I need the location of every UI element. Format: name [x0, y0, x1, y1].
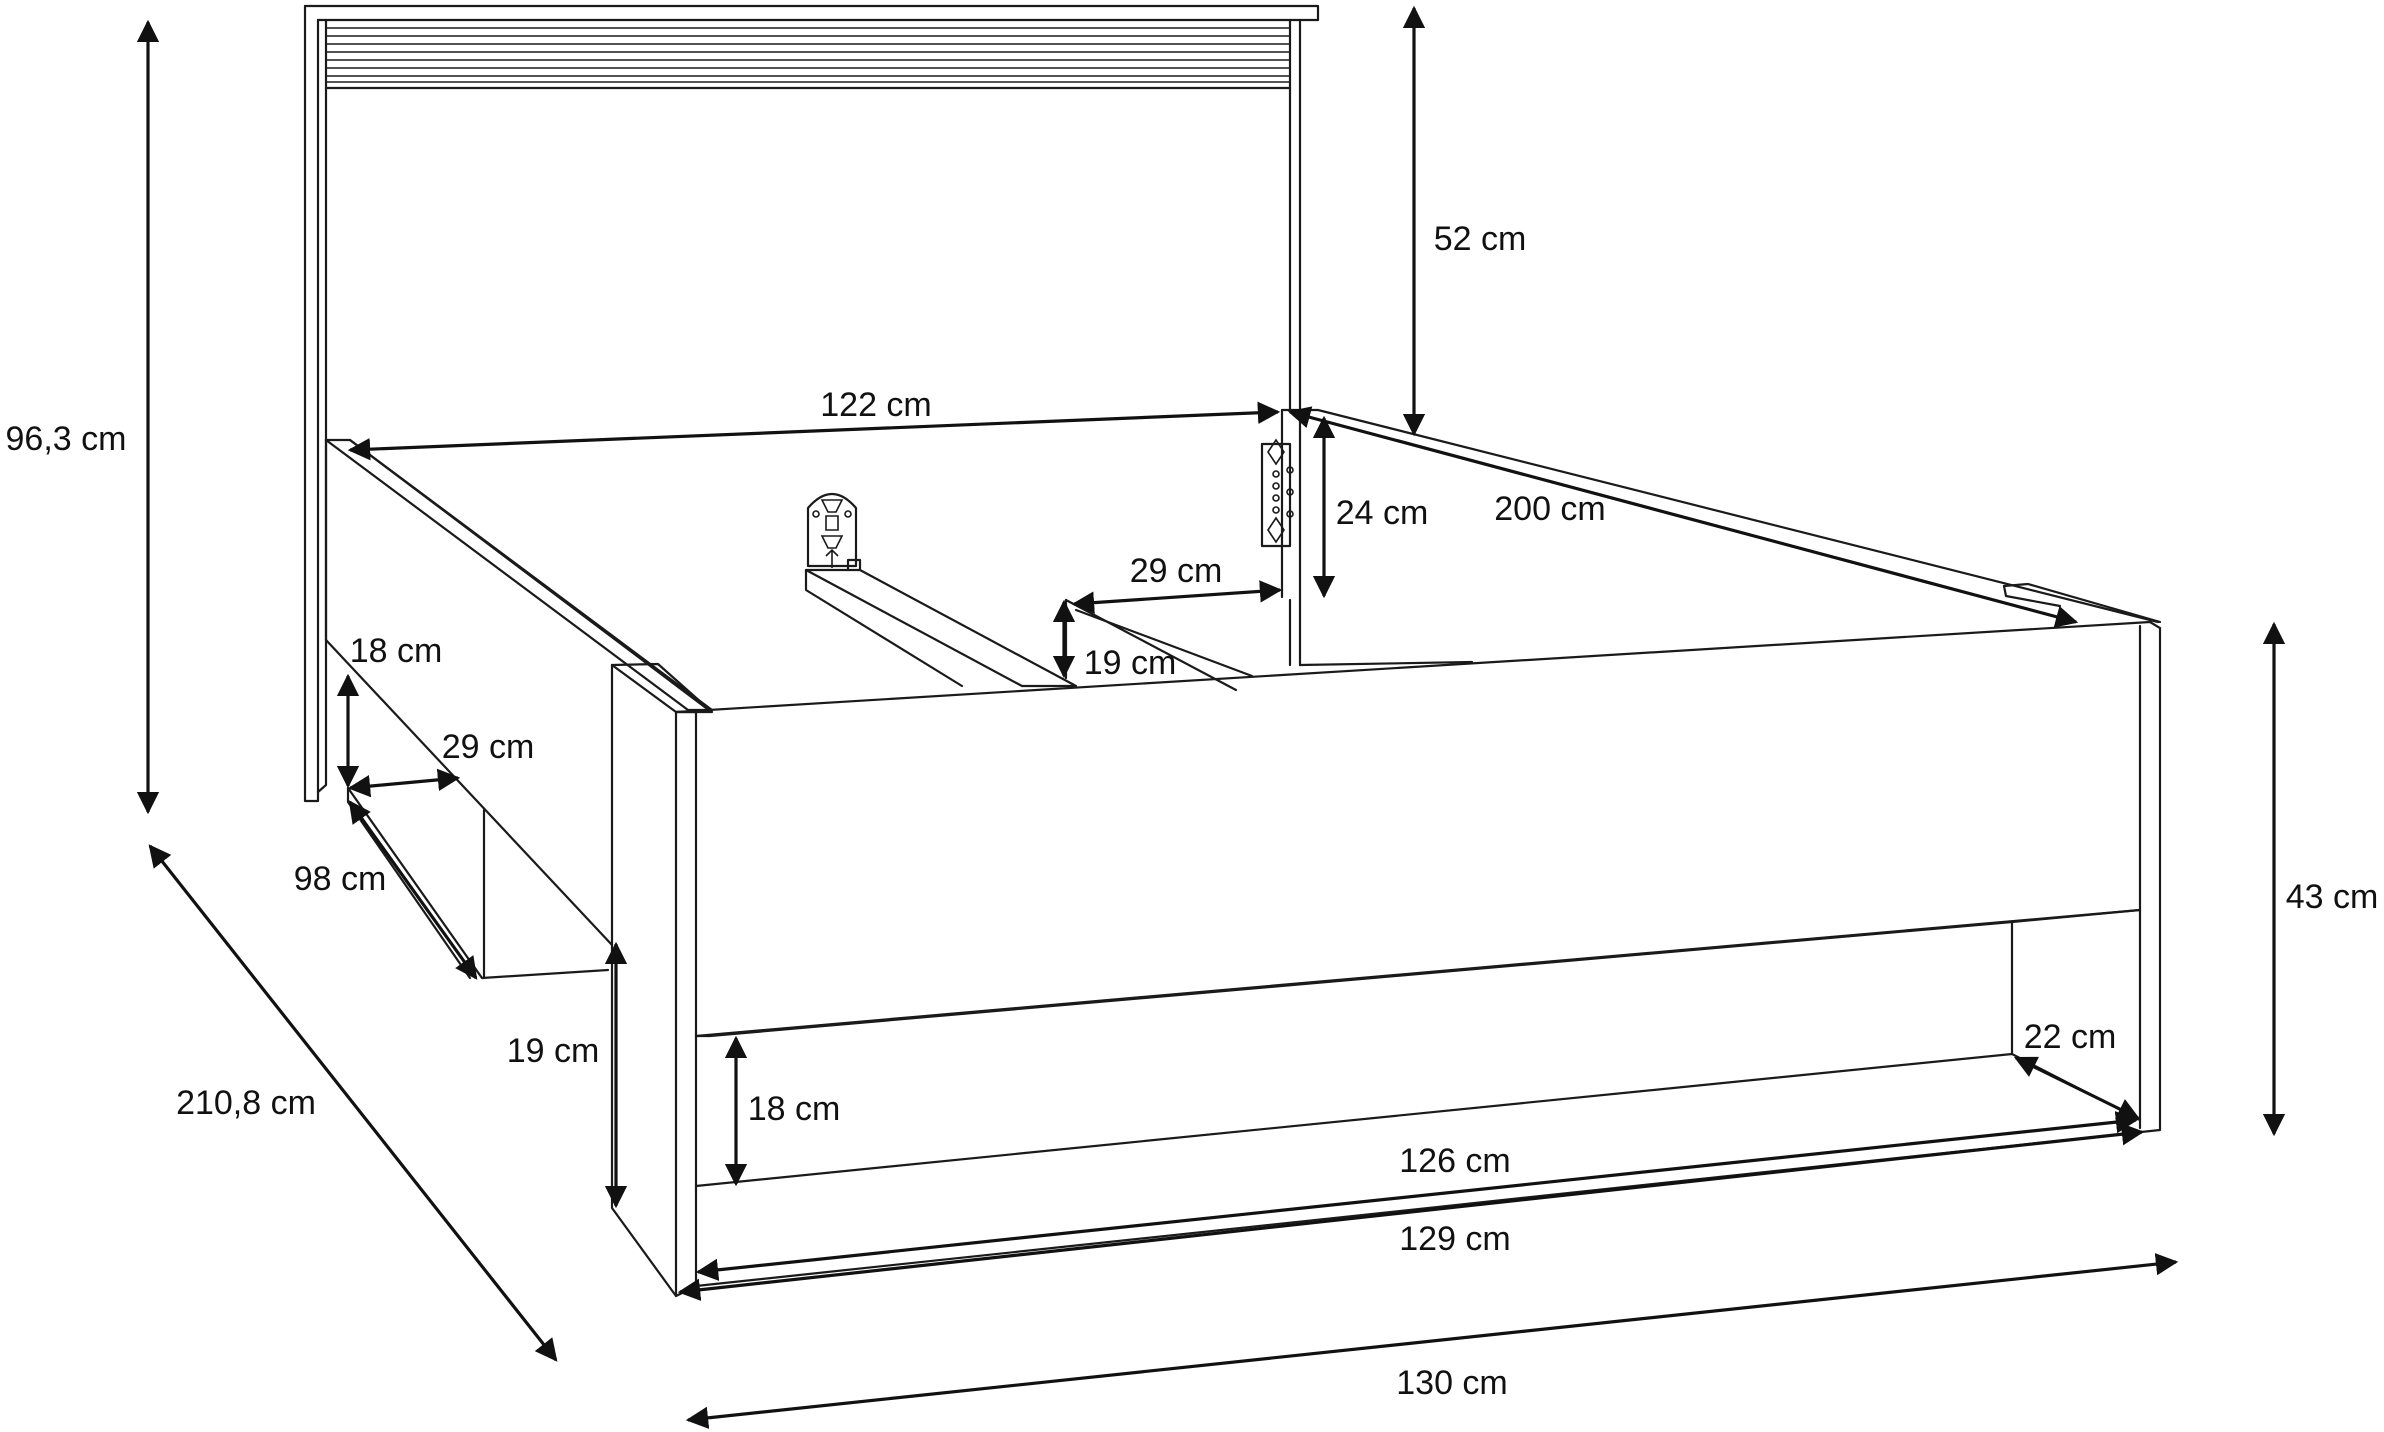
label-side-panel-height: 24 cm: [1336, 494, 1429, 532]
label-slat-height: 19 cm: [1084, 644, 1177, 682]
dimension-lines: [136, 5, 2286, 1430]
label-front-width: 129 cm: [1399, 1220, 1511, 1258]
left-drawer: [346, 786, 610, 980]
label-height-total: 96,3 cm: [6, 420, 127, 458]
label-total-width: 130 cm: [1396, 1364, 1508, 1402]
label-total-length: 210,8 cm: [176, 1084, 316, 1122]
label-slat-distance: 29 cm: [1130, 552, 1223, 590]
dim-slat-distance: [1071, 580, 1283, 614]
bracket-fitting-headboard: [1260, 438, 1294, 548]
footboard: [610, 620, 2162, 1298]
label-inner-length: 200 cm: [1494, 490, 1606, 528]
dim-drawer-depth: [2013, 1056, 2141, 1120]
label-bed-height: 43 cm: [2286, 878, 2379, 916]
label-inner-width: 122 cm: [820, 386, 932, 424]
label-leg-height: 18 cm: [350, 632, 443, 670]
headboard-grooves: [326, 27, 1290, 83]
dim-inner-width: [347, 401, 1281, 461]
label-drawer-width: 126 cm: [1399, 1142, 1511, 1180]
label-leg-depth: 29 cm: [442, 728, 535, 766]
headboard: [303, 4, 1320, 803]
label-headboard-panel: 52 cm: [1434, 220, 1527, 258]
dim-total-length: [148, 844, 558, 1362]
label-drawer-length: 98 cm: [294, 860, 387, 898]
dimension-labels: 96,3 cm 52 cm 122 cm 24 cm 200 cm 29 cm …: [6, 220, 2379, 1402]
bracket-fitting-center: [806, 493, 858, 568]
dim-inner-length: [1287, 406, 2079, 628]
label-drawer-depth: 22 cm: [2024, 1018, 2117, 1056]
label-drawer-height: 18 cm: [748, 1090, 841, 1128]
dim-leg-depth: [347, 768, 461, 798]
right-side-rail: [1280, 408, 2162, 667]
dim-total-width: [685, 1252, 2179, 1430]
label-footboard-clearance: 19 cm: [507, 1032, 600, 1070]
